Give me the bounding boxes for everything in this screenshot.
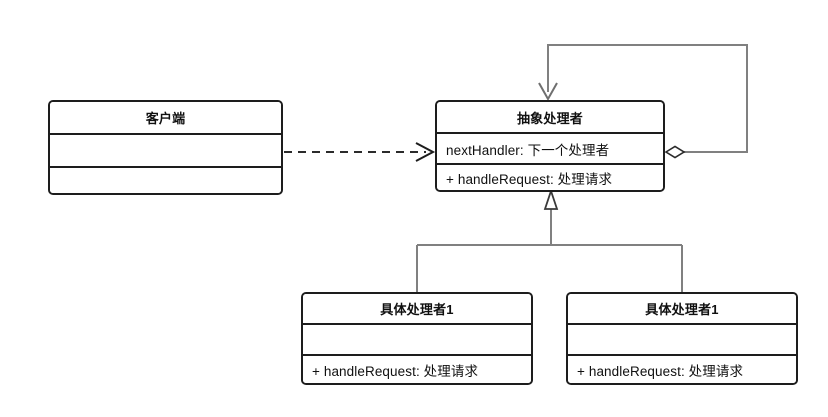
- uml-attribute-next-handler: nextHandler: 下一个处理者: [437, 134, 663, 165]
- uml-class-title-concrete-handler-right: 具体处理者1: [568, 294, 796, 325]
- uml-class-concrete-handler-left[interactable]: 具体处理者1 + handleRequest: 处理请求: [301, 292, 533, 385]
- uml-class-title-concrete-handler-left: 具体处理者1: [303, 294, 531, 325]
- generalization-tree: [416, 188, 683, 293]
- dependency-arrowhead-icon: [415, 142, 436, 162]
- uml-method-handle-request-abstract: + handleRequest: 处理请求: [437, 165, 663, 190]
- uml-class-title-abstract-handler: 抽象处理者: [437, 102, 663, 134]
- uml-class-client[interactable]: 客户端: [48, 100, 283, 195]
- uml-attributes-concrete-handler-right: [568, 325, 796, 356]
- hollow-triangle-icon: [543, 188, 559, 210]
- uml-class-title-client: 客户端: [50, 102, 281, 135]
- uml-class-concrete-handler-right[interactable]: 具体处理者1 + handleRequest: 处理请求: [566, 292, 798, 385]
- aggregation-arrowhead-icon: [538, 82, 558, 102]
- dependency-client-to-handler: [284, 142, 436, 162]
- hollow-diamond-icon: [664, 145, 686, 159]
- uml-attributes-concrete-handler-left: [303, 325, 531, 356]
- uml-method-handle-request-right: + handleRequest: 处理请求: [568, 356, 796, 383]
- uml-methods-client: [50, 168, 281, 193]
- uml-attributes-client: [50, 135, 281, 168]
- uml-method-handle-request-left: + handleRequest: 处理请求: [303, 356, 531, 383]
- uml-class-abstract-handler[interactable]: 抽象处理者 nextHandler: 下一个处理者 + handleReques…: [435, 100, 665, 192]
